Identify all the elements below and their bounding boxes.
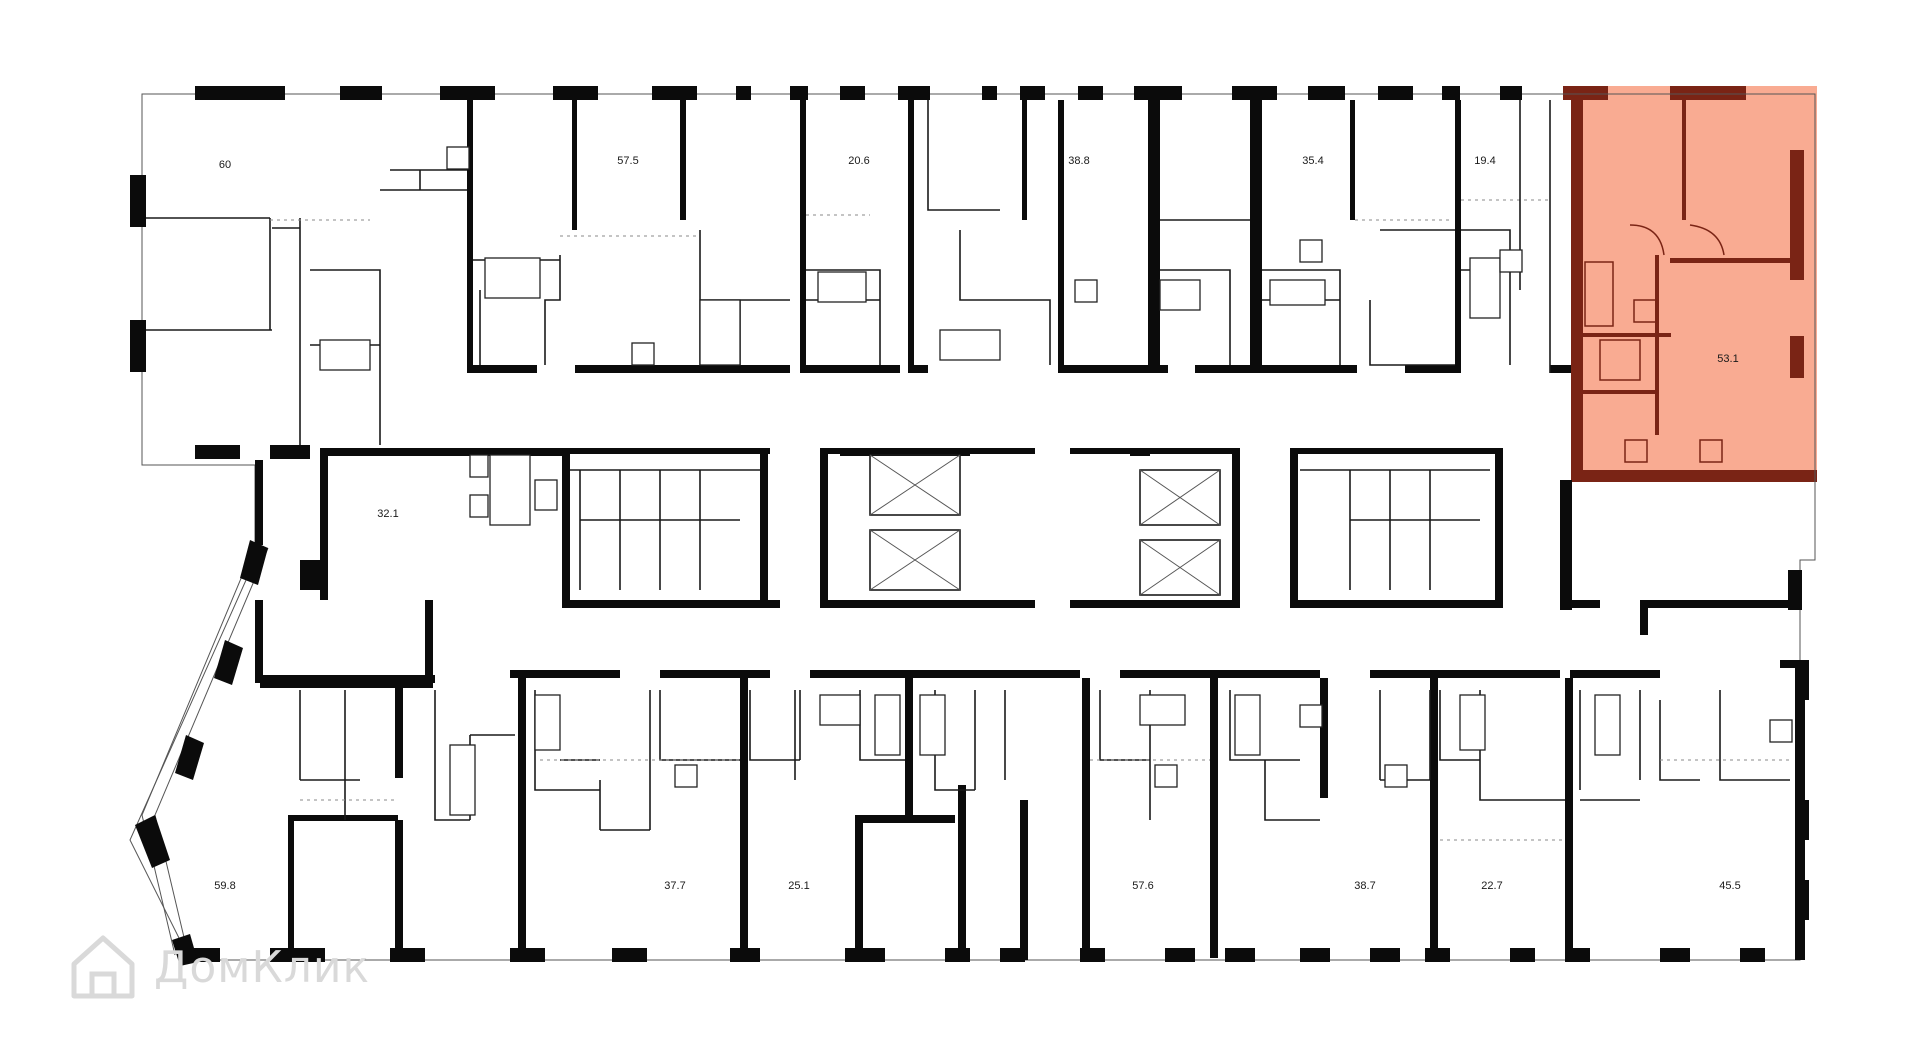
- watermark-text: ДомКлик: [154, 941, 371, 993]
- unit-area-57-6: 57.6: [1132, 880, 1153, 892]
- domclick-watermark: ДомКлик: [66, 930, 370, 1004]
- north-fixtures: [319, 146, 1523, 371]
- north-wing-walls: [130, 100, 1571, 459]
- south-wing-partitions: [299, 690, 1790, 841]
- central-core: [260, 448, 1802, 688]
- unit-53-1-highlight[interactable]: [1563, 86, 1817, 482]
- unit-area-37-7: 37.7: [664, 880, 685, 892]
- unit-area-32-1: 32.1: [377, 508, 398, 520]
- west-diagonal-facade: [135, 460, 269, 966]
- unit-area-57-5: 57.5: [617, 155, 638, 167]
- unit-area-59-8: 59.8: [214, 880, 235, 892]
- south-fixtures: [449, 694, 1793, 816]
- unit-area-22-7: 22.7: [1481, 880, 1502, 892]
- unit-area-38-7: 38.7: [1354, 880, 1375, 892]
- unit-area-45-5: 45.5: [1719, 880, 1740, 892]
- unit-area-20-6: 20.6: [848, 155, 869, 167]
- unit-area-35-4: 35.4: [1302, 155, 1323, 167]
- unit-area-19-4: 19.4: [1474, 155, 1495, 167]
- south-wing-walls: [255, 605, 1805, 960]
- south-facade: [190, 660, 1809, 962]
- unit-labels: 60 57.5 20.6 38.8 35.4 19.4 53.1 32.1 59…: [214, 155, 1740, 892]
- unit-area-38-8: 38.8: [1068, 155, 1089, 167]
- unit-area-53-1: 53.1: [1717, 353, 1738, 365]
- unit-area-25-1: 25.1: [788, 880, 809, 892]
- north-facade: [195, 86, 1522, 100]
- unit-area-60: 60: [219, 159, 231, 171]
- house-logo-icon: [71, 935, 135, 999]
